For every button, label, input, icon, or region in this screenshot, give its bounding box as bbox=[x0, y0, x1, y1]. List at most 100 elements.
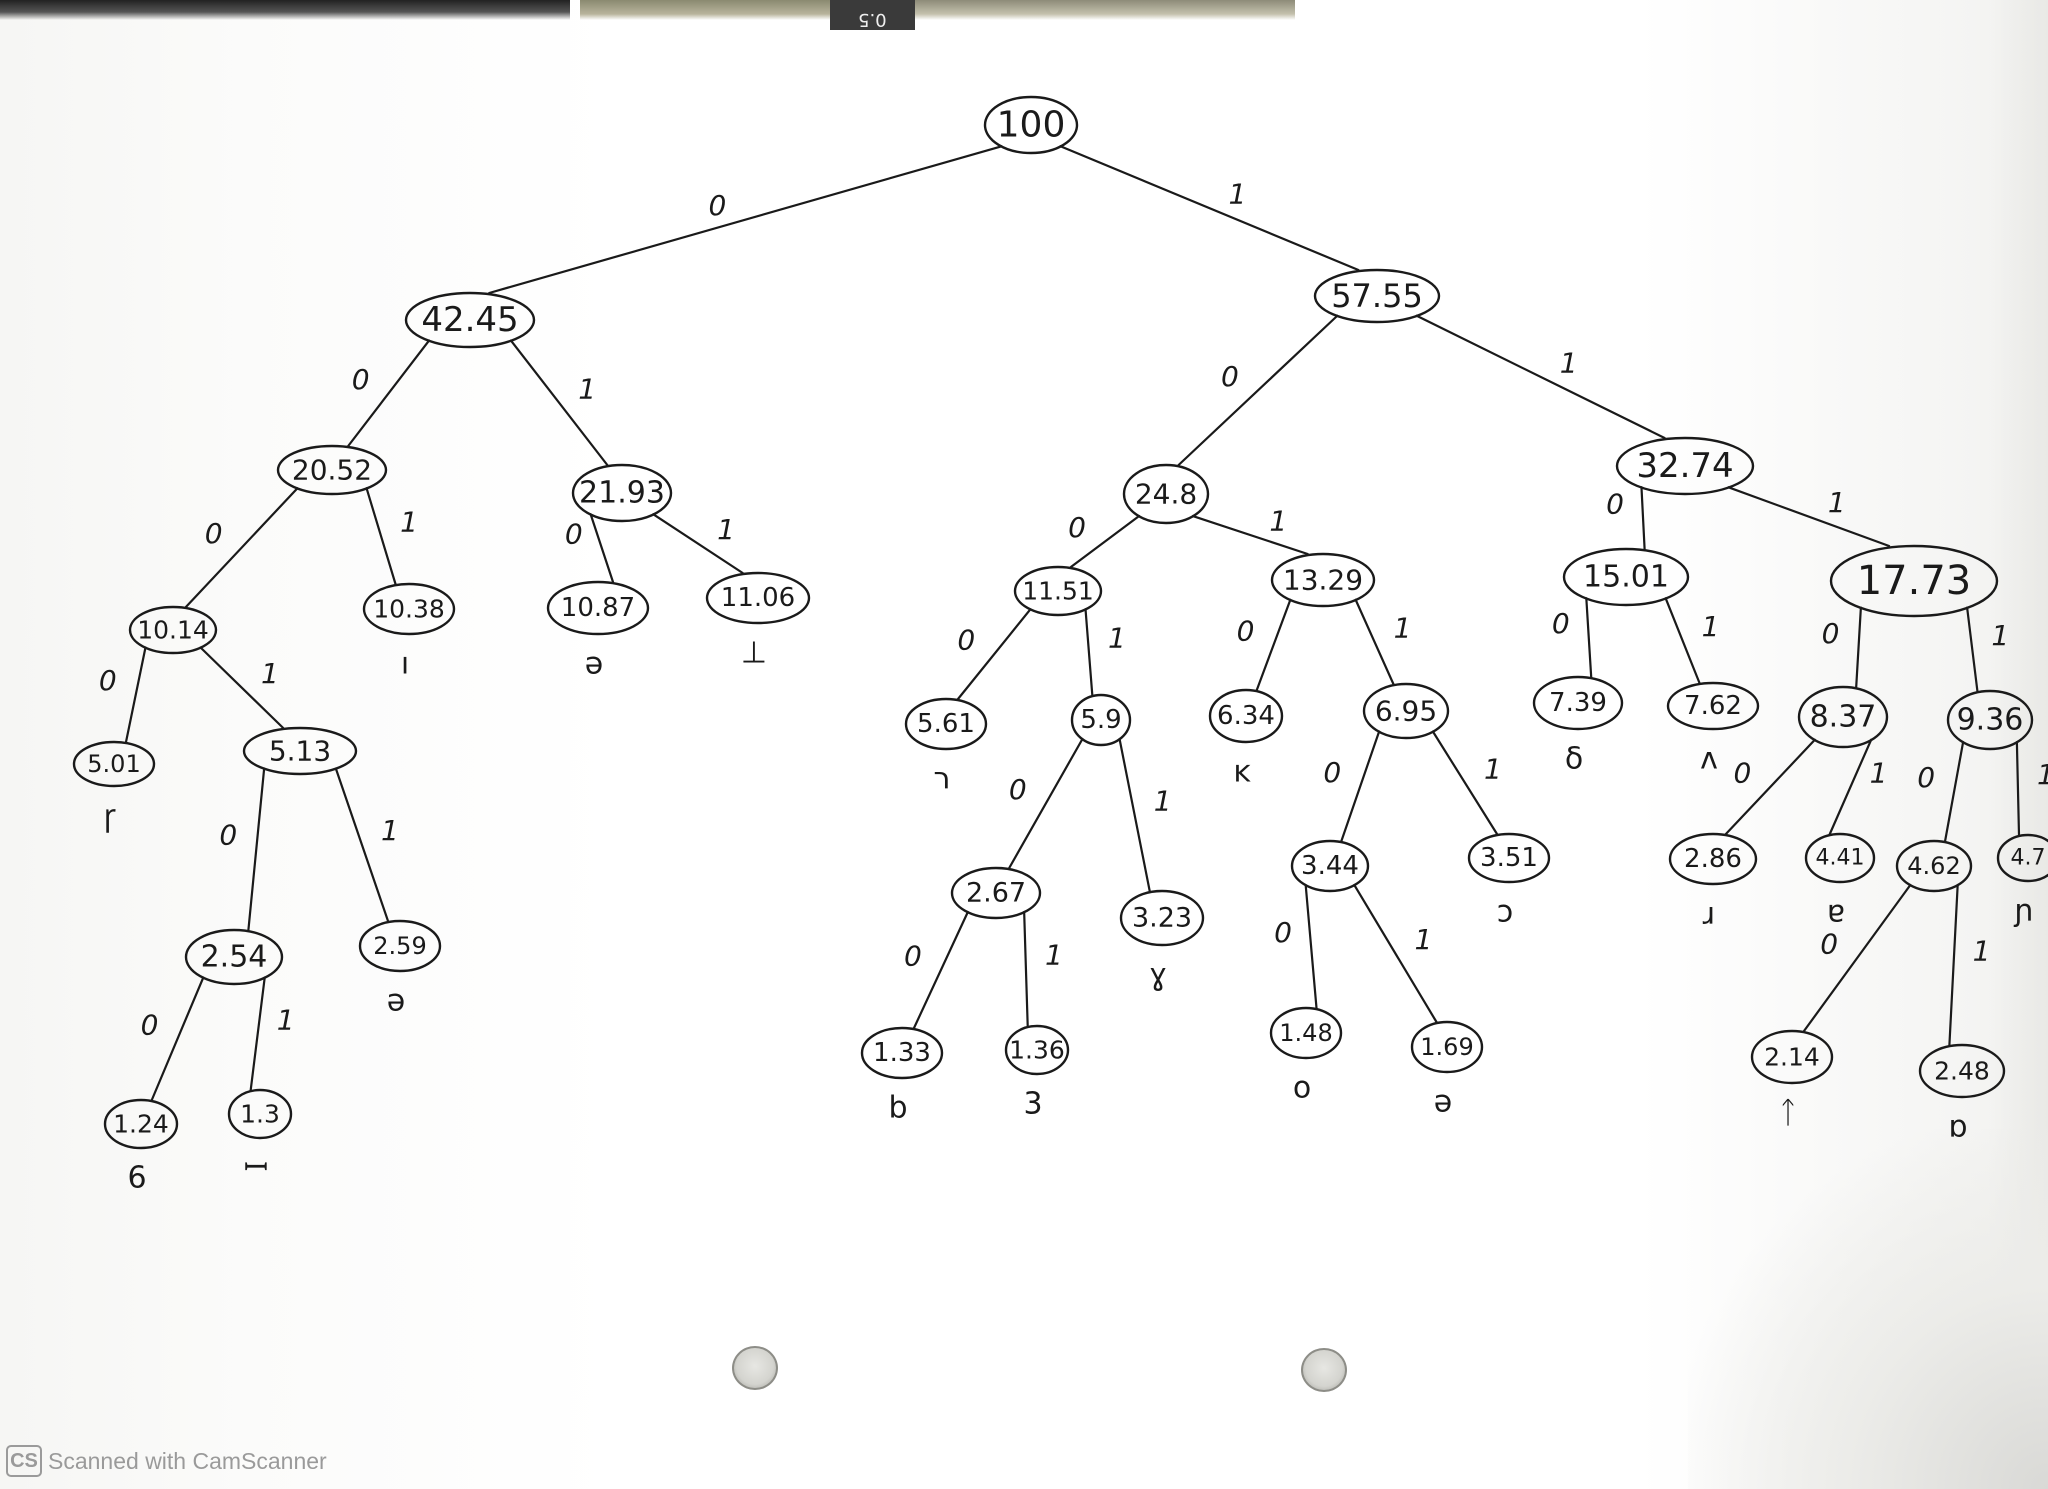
node-weight: 2.86 bbox=[1684, 844, 1742, 874]
leaf-node: 1.363 bbox=[1004, 1024, 1070, 1122]
leaf-node: 1.69ə bbox=[1410, 1020, 1484, 1120]
edge-label: 0 bbox=[352, 363, 370, 396]
edge-label: 0 bbox=[1221, 360, 1239, 393]
tree-edge bbox=[1177, 314, 1339, 467]
tree-edge bbox=[488, 145, 1003, 295]
tree-edge bbox=[1353, 883, 1438, 1024]
edge-label: 0 bbox=[1820, 928, 1838, 961]
edge-label: 1 bbox=[1484, 752, 1502, 785]
node-oval bbox=[1410, 1020, 1484, 1074]
node-oval bbox=[1750, 1029, 1834, 1085]
leaf-symbol: ɒ bbox=[1948, 1110, 1967, 1145]
leaf-symbol: 3 bbox=[1023, 1087, 1042, 1122]
node-weight: 6.34 bbox=[1217, 701, 1275, 731]
node-oval bbox=[128, 605, 218, 655]
node-weight: 9.36 bbox=[1957, 703, 2024, 738]
leaf-node: 2.59ə bbox=[358, 919, 442, 1019]
node-oval bbox=[184, 928, 284, 986]
internal-node: 3.44 bbox=[1290, 839, 1370, 893]
leaf-symbol: ʌ bbox=[1700, 742, 1718, 777]
tree-edge bbox=[956, 608, 1032, 701]
leaf-symbol: o bbox=[1293, 1071, 1311, 1106]
edge-label: 0 bbox=[1237, 614, 1255, 647]
leaf-node: 1.246 bbox=[103, 1098, 179, 1196]
leaf-symbol: ə bbox=[1434, 1085, 1452, 1120]
tree-edge bbox=[1943, 740, 1965, 843]
node-oval bbox=[1918, 1043, 2006, 1099]
internal-node: 17.73 bbox=[1829, 544, 1999, 618]
internal-node: 5.9 bbox=[1070, 693, 1132, 747]
edge-label: 1 bbox=[1991, 619, 2009, 652]
edge-label: 1 bbox=[1269, 505, 1287, 538]
tree-edge bbox=[1023, 910, 1029, 1028]
tree-edge bbox=[1304, 883, 1318, 1010]
leaf-symbol: b bbox=[888, 1091, 907, 1126]
tree-edge bbox=[1069, 514, 1141, 569]
node-weight: 13.29 bbox=[1283, 564, 1363, 597]
edge-label: 1 bbox=[1870, 756, 1888, 789]
node-weight: 2.48 bbox=[1934, 1057, 1990, 1086]
tree-edge bbox=[1084, 608, 1094, 697]
node-weight: 15.01 bbox=[1583, 560, 1669, 595]
edge-label: 0 bbox=[141, 1008, 159, 1041]
leaf-node: 5.01ꞅ bbox=[72, 740, 156, 834]
edge-label: 0 bbox=[957, 624, 975, 657]
node-weight: 21.93 bbox=[579, 476, 665, 511]
internal-node: 2.67 bbox=[950, 866, 1042, 920]
edge-label: 0 bbox=[904, 940, 922, 973]
node-oval bbox=[1004, 1024, 1070, 1076]
node-weight: 2.54 bbox=[201, 940, 268, 975]
tree-edge bbox=[1191, 514, 1309, 556]
node-oval bbox=[362, 582, 456, 636]
node-oval bbox=[1615, 436, 1755, 496]
leaf-node: 6.34ᴋ bbox=[1208, 688, 1284, 790]
node-weight: 2.67 bbox=[966, 878, 1026, 909]
node-oval bbox=[1270, 552, 1376, 608]
node-weight: 17.73 bbox=[1857, 558, 1972, 604]
internal-node: 6.95 bbox=[1362, 682, 1450, 740]
node-weight: 3.51 bbox=[1480, 843, 1538, 873]
tree-edge bbox=[1828, 738, 1873, 836]
leaf-node: 10.87ə bbox=[546, 580, 650, 682]
watermark-text: Scanned with CamScanner bbox=[48, 1447, 327, 1474]
edge-label: 0 bbox=[1733, 756, 1751, 789]
node-weight: 1.24 bbox=[113, 1110, 169, 1139]
tree-edge bbox=[124, 646, 147, 744]
node-oval bbox=[1562, 547, 1690, 607]
edge-label: 1 bbox=[1702, 610, 1720, 643]
internal-node: 10.14 bbox=[128, 605, 218, 655]
internal-node: 15.01 bbox=[1562, 547, 1690, 607]
leaf-symbol: ꟷ bbox=[244, 1151, 268, 1186]
node-weight: 4.62 bbox=[1907, 852, 1960, 880]
leaf-node: 1.48o bbox=[1269, 1006, 1343, 1106]
node-oval bbox=[1804, 832, 1876, 884]
edge-label: 1 bbox=[1108, 622, 1126, 655]
node-weight: 24.8 bbox=[1135, 478, 1197, 511]
node-oval bbox=[1532, 675, 1624, 731]
internal-node: 57.55 bbox=[1313, 268, 1441, 324]
tree-edge bbox=[1255, 598, 1292, 692]
leaf-node: 3.51ɔ bbox=[1467, 832, 1551, 930]
nodes-layer: 10042.4520.5210.145.01ꞅ5.132.541.2461.3ꟷ… bbox=[72, 95, 2048, 1196]
internal-node: 32.74 bbox=[1615, 436, 1755, 496]
node-weight: 5.9 bbox=[1080, 705, 1121, 735]
node-oval bbox=[1290, 839, 1370, 893]
node-weight: 3.44 bbox=[1301, 851, 1359, 881]
tree-edge bbox=[1640, 486, 1646, 551]
node-oval bbox=[1013, 565, 1103, 617]
edge-label: 1 bbox=[2037, 758, 2048, 791]
edge-label: 0 bbox=[1917, 761, 1935, 794]
node-weight: 20.52 bbox=[292, 454, 372, 487]
edge-label: 1 bbox=[717, 513, 735, 546]
internal-node: 11.51 bbox=[1013, 565, 1103, 617]
tree-edge bbox=[365, 487, 397, 586]
internal-node: 8.37 bbox=[1797, 685, 1889, 749]
internal-node: 100 bbox=[983, 95, 1079, 155]
node-weight: 2.59 bbox=[373, 932, 426, 960]
leaf-node: 2.14ᛏ bbox=[1750, 1029, 1834, 1131]
edge-label: 0 bbox=[708, 189, 726, 222]
edge-label: 0 bbox=[565, 518, 583, 551]
leaf-node: 4.41ɐ bbox=[1804, 832, 1876, 930]
node-oval bbox=[983, 95, 1079, 155]
